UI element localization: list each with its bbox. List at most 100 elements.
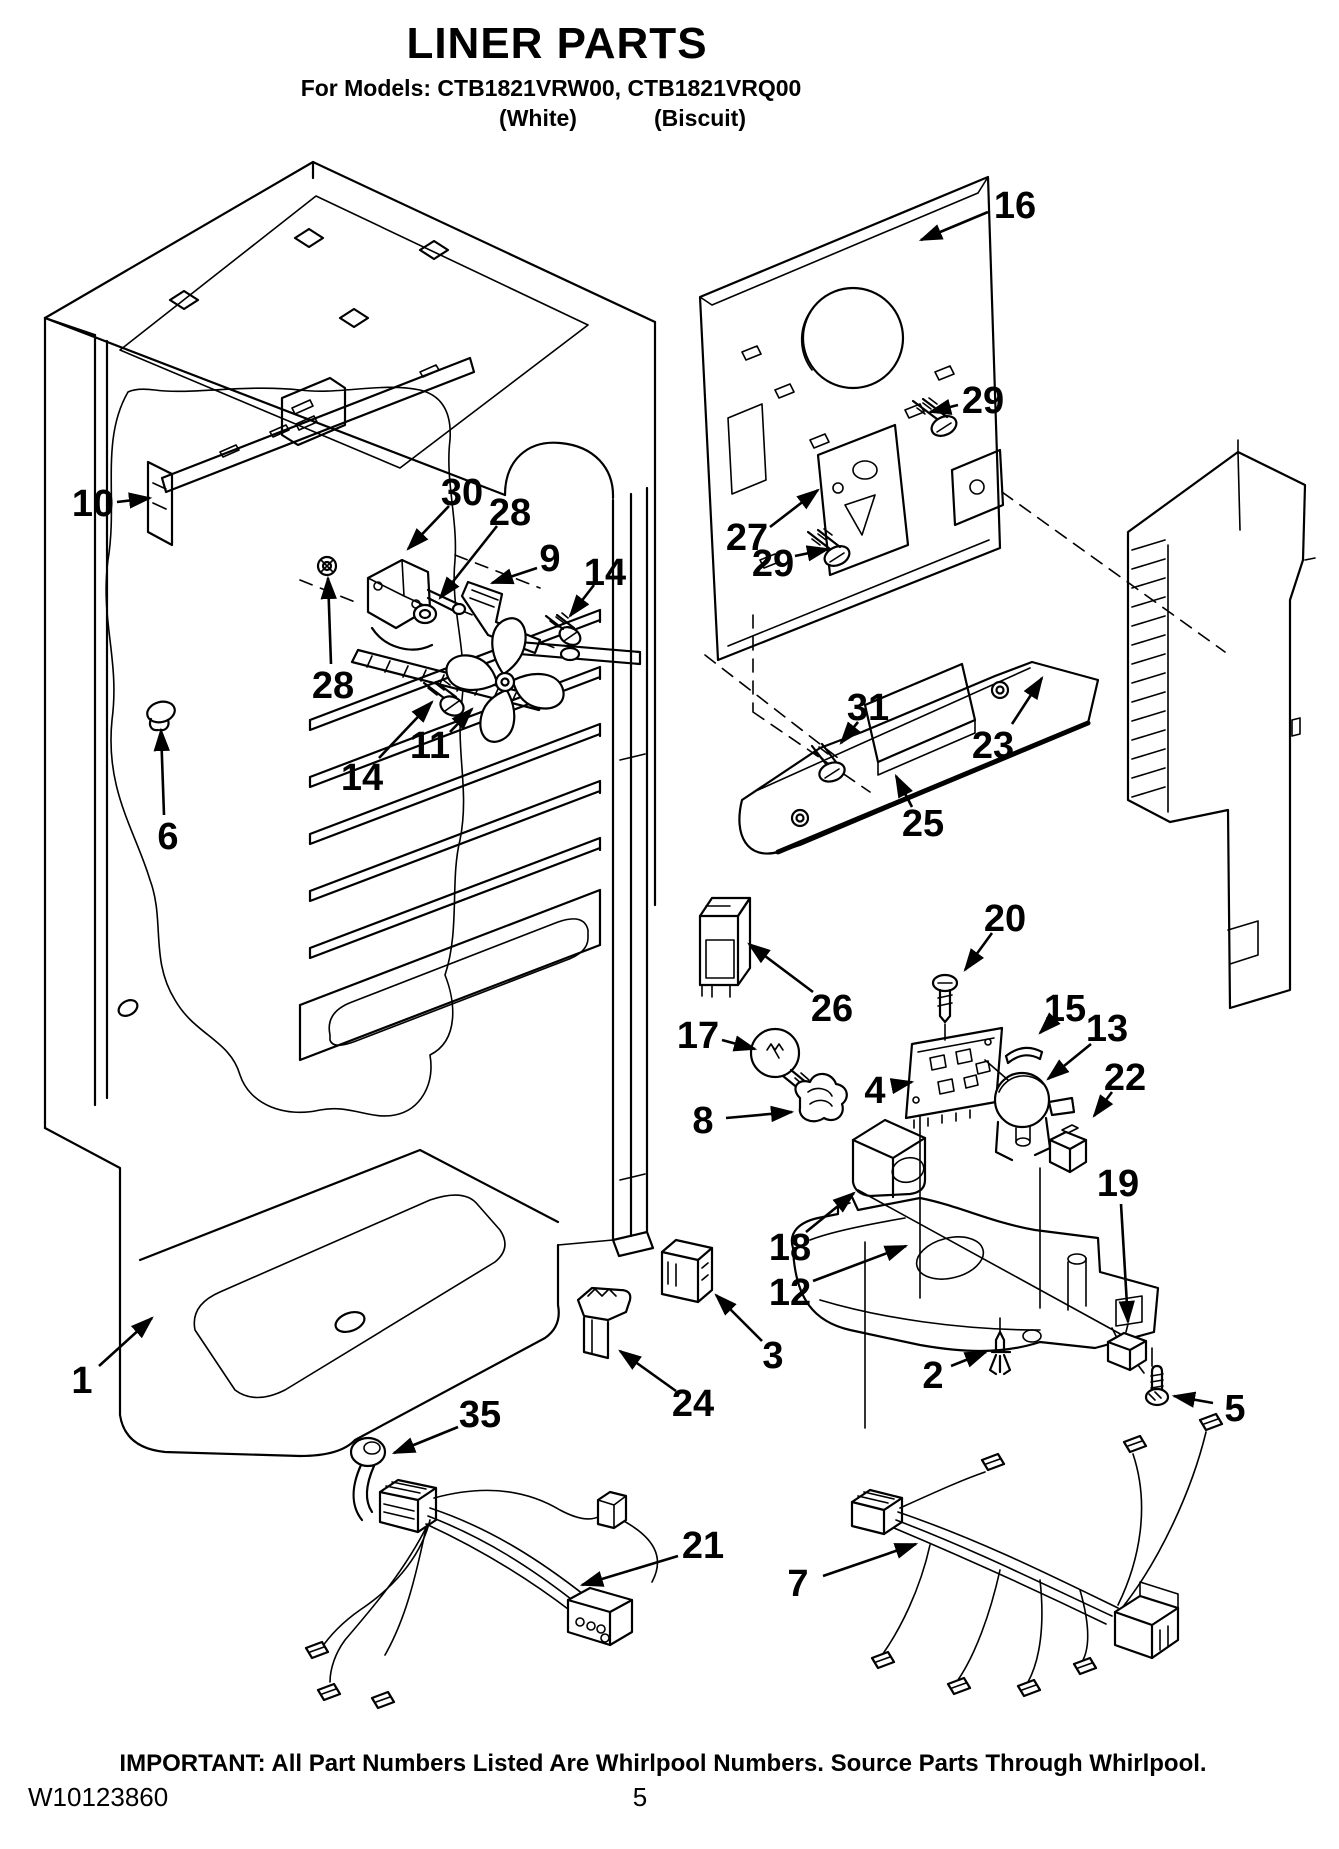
callout-arrow-28 (438, 525, 499, 600)
thermostat-drawing (984, 1059, 1076, 1162)
models-line: For Models: CTB1821VRW00, CTB1821VRQ00 (301, 75, 802, 101)
callout-arrow-23 (1010, 676, 1044, 725)
callout-arrow-14 (378, 700, 434, 759)
callout-arrow-10 (116, 492, 153, 509)
switch-19-drawing (1106, 1323, 1148, 1374)
callout-arrow-12 (812, 1244, 909, 1283)
callout-label-12: 12 (769, 1272, 811, 1314)
drain-pan-drawing (790, 1195, 1160, 1353)
callout-arrow-1 (98, 1316, 154, 1367)
callout-label-2: 2 (922, 1355, 943, 1397)
callout-label-16: 16 (994, 185, 1036, 227)
clip-3-drawing (660, 1238, 714, 1304)
callout-label-14: 14 (341, 757, 383, 799)
callout-label-23: 23 (972, 725, 1014, 767)
callout-label-5: 5 (1224, 1388, 1245, 1430)
callout-label-22: 22 (1104, 1057, 1146, 1099)
callout-label-31: 31 (847, 687, 889, 729)
callout-arrow-29 (927, 398, 959, 415)
air-tower-drawing (1126, 439, 1316, 1010)
callout-arrow-13 (1046, 1042, 1092, 1081)
callout-label-29: 29 (752, 543, 794, 585)
callout-arrow-22 (1092, 1091, 1114, 1118)
callout-label-15: 15 (1044, 988, 1086, 1030)
callout-label-3: 3 (762, 1335, 783, 1377)
callout-label-18: 18 (769, 1227, 811, 1269)
callout-label-28: 28 (312, 665, 354, 707)
page-title: LINER PARTS (406, 19, 707, 68)
screw-14-upper-drawing (544, 612, 582, 646)
shelf-plug-drawing (146, 700, 176, 732)
callout-arrow-28 (320, 575, 337, 665)
callout-label-19: 19 (1097, 1163, 1139, 1205)
callout-arrow-21 (579, 1554, 679, 1587)
important-note: IMPORTANT: All Part Numbers Listed Are W… (119, 1750, 1206, 1777)
callout-arrow-15 (1038, 1012, 1061, 1035)
light-lens-drawing (851, 1118, 927, 1199)
finish-biscuit-label: (Biscuit) (654, 105, 746, 131)
clip-24-drawing (576, 1286, 632, 1360)
callout-label-6: 6 (157, 816, 178, 858)
evaporator-fan-hardware-drawing (299, 554, 642, 743)
callout-arrow-3 (714, 1293, 763, 1342)
callout-label-24: 24 (672, 1383, 714, 1425)
recess-cover-drawing (738, 660, 1100, 855)
callout-arrow-19 (1118, 1203, 1135, 1325)
callout-label-14: 14 (584, 552, 626, 594)
callout-arrow-27 (769, 488, 820, 529)
screw-31-drawing (810, 742, 846, 783)
callout-label-10: 10 (72, 483, 114, 525)
callout-arrow-2 (950, 1350, 989, 1368)
relay-box-drawing (698, 896, 752, 998)
control-board-drawing (904, 1026, 1004, 1129)
callout-arrow-30 (406, 505, 450, 551)
callout-arrow-5 (1171, 1391, 1214, 1408)
page-number: 5 (633, 1782, 647, 1812)
screw-5-drawing (1144, 1364, 1170, 1407)
finish-white-label: (White) (499, 105, 577, 131)
control-components-drawing (576, 896, 1170, 1429)
callout-arrow-18 (805, 1191, 856, 1234)
callout-arrow-31 (839, 721, 861, 745)
callout-label-4: 4 (864, 1070, 885, 1112)
callout-label-30: 30 (441, 472, 483, 514)
callout-label-9: 9 (539, 538, 560, 580)
sensor-clip-drawing (1004, 1046, 1044, 1065)
callout-arrow-6 (153, 727, 170, 816)
push-fastener-drawing (988, 1317, 1012, 1376)
callout-arrow-8 (725, 1105, 795, 1123)
callout-label-7: 7 (787, 1563, 808, 1605)
callout-arrow-9 (489, 566, 538, 585)
callout-label-17: 17 (677, 1015, 719, 1057)
wire-harness-7-drawing (850, 1412, 1224, 1698)
callout-label-35: 35 (459, 1394, 501, 1436)
header: LINER PARTS For Models: CTB1821VRW00, CT… (301, 19, 802, 131)
callout-arrow-24 (618, 1349, 677, 1393)
callout-label-26: 26 (811, 988, 853, 1030)
document-number: W10123860 (28, 1782, 168, 1812)
callout-label-29: 29 (962, 380, 1004, 422)
callout-label-27: 27 (726, 517, 768, 559)
callout-arrow-4 (889, 1078, 915, 1095)
callout-label-20: 20 (984, 898, 1026, 940)
callout-label-25: 25 (902, 803, 944, 845)
callout-label-21: 21 (682, 1525, 724, 1567)
callout-arrow-35 (391, 1425, 459, 1455)
callout-arrow-20 (963, 932, 994, 972)
liner-cabinet-drawing (43, 160, 657, 1458)
bulb-socket-drawing (794, 1072, 848, 1123)
callout-arrow-16 (918, 210, 989, 242)
callout-label-1: 1 (71, 1360, 92, 1402)
callout-arrow-29 (794, 545, 831, 562)
callout-arrow-26 (747, 942, 814, 994)
evaporator-panel-drawing (698, 175, 1226, 793)
callout-label-11: 11 (410, 725, 450, 767)
screw-20-drawing (931, 973, 959, 1041)
callout-arrow-11 (449, 707, 474, 733)
switch-22-drawing (1048, 1124, 1088, 1174)
callout-arrow-25 (894, 773, 914, 808)
callout-arrow-17 (721, 1035, 758, 1052)
